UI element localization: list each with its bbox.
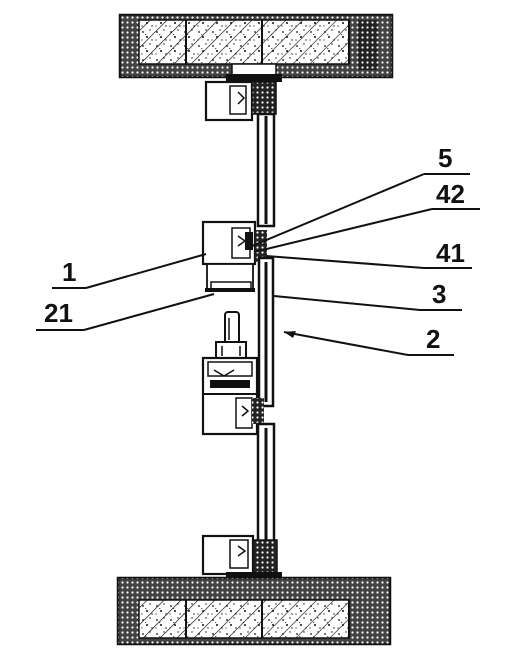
leader-lines: [36, 173, 480, 356]
bottom-wall-slab: [116, 576, 392, 646]
middle-glass-panel: [257, 256, 275, 408]
lower-sash-frame: [201, 356, 264, 436]
lower-glass-panel: [256, 422, 276, 546]
top-wall-slab: [118, 13, 394, 79]
label-5: 5: [438, 143, 452, 173]
top-anchor: [226, 63, 282, 82]
bottom-frame-profile: [201, 534, 282, 580]
label-21: 21: [44, 298, 73, 328]
upper-glass-panel: [256, 112, 276, 228]
middle-frame-profile: [201, 220, 267, 292]
label-2: 2: [426, 324, 440, 354]
label-42: 42: [436, 179, 465, 209]
label-41: 41: [436, 238, 465, 268]
label-1: 1: [62, 257, 76, 287]
label-3: 3: [432, 279, 446, 309]
handle-lock: [215, 311, 247, 359]
